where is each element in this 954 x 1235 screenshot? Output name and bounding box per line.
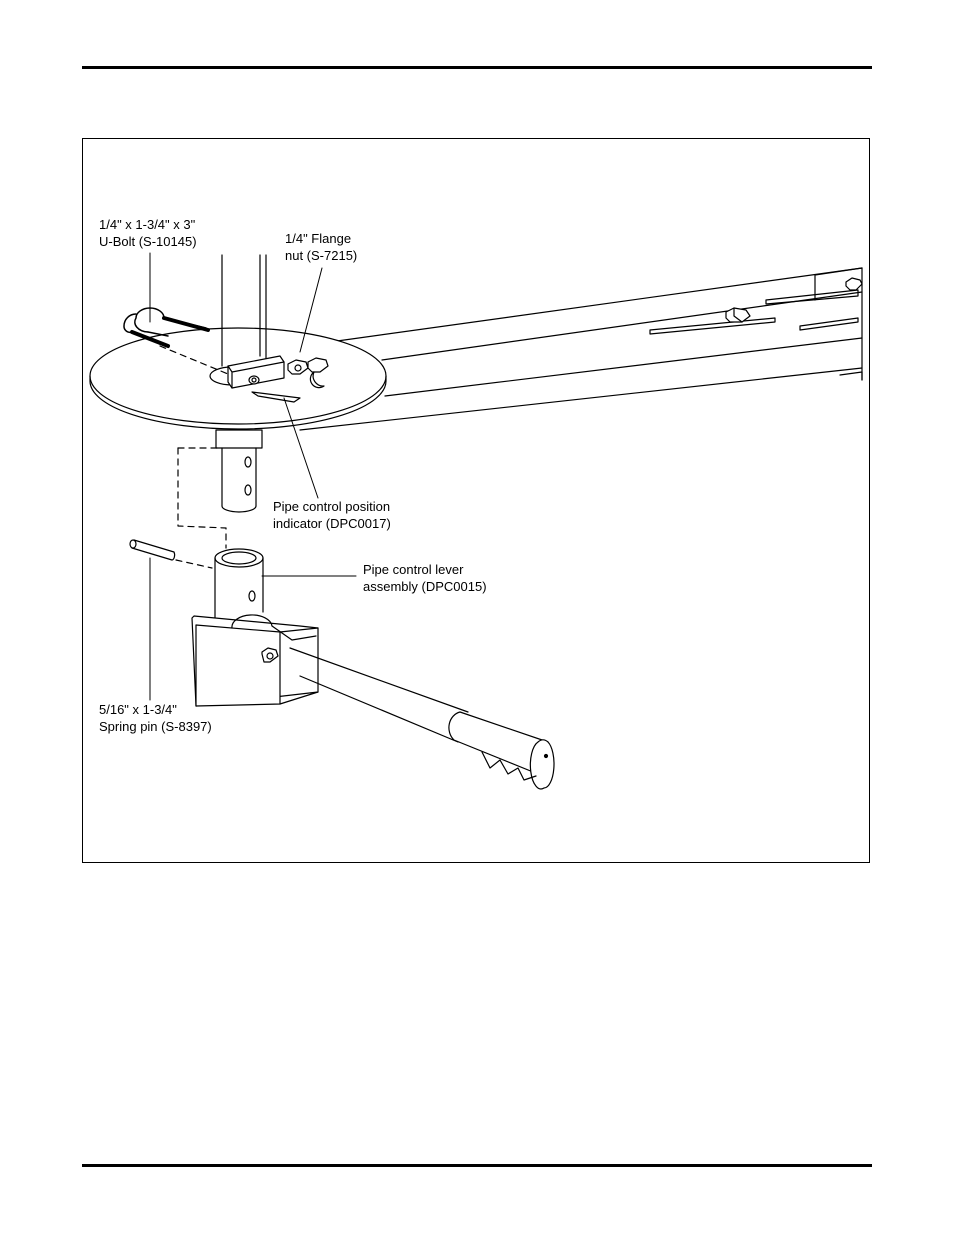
callout-u-bolt-line1: 1/4" x 1-3/4" x 3" (99, 216, 197, 233)
callout-spring-pin: 5/16" x 1-3/4" Spring pin (S-8397) (99, 701, 212, 735)
spring-pin (130, 540, 175, 560)
frame-arm (300, 268, 862, 430)
callout-spring-pin-line2: Spring pin (S-8397) (99, 718, 212, 735)
callout-position-indicator-line1: Pipe control position (273, 498, 391, 515)
callout-lever-assembly-line1: Pipe control lever (363, 561, 487, 578)
callout-u-bolt-line2: U-Bolt (S-10145) (99, 233, 197, 250)
callout-position-indicator: Pipe control position indicator (DPC0017… (273, 498, 391, 532)
callout-position-indicator-line2: indicator (DPC0017) (273, 515, 391, 532)
callout-flange-nut: 1/4" Flange nut (S-7215) (285, 230, 357, 264)
callout-flange-nut-line1: 1/4" Flange (285, 230, 357, 247)
callout-spring-pin-line1: 5/16" x 1-3/4" (99, 701, 212, 718)
callout-u-bolt: 1/4" x 1-3/4" x 3" U-Bolt (S-10145) (99, 216, 197, 250)
callout-lever-assembly: Pipe control lever assembly (DPC0015) (363, 561, 487, 595)
callout-flange-nut-line2: nut (S-7215) (285, 247, 357, 264)
callout-lever-assembly-line2: assembly (DPC0015) (363, 578, 487, 595)
lower-pipe (216, 430, 262, 512)
footer-rule (82, 1164, 872, 1167)
